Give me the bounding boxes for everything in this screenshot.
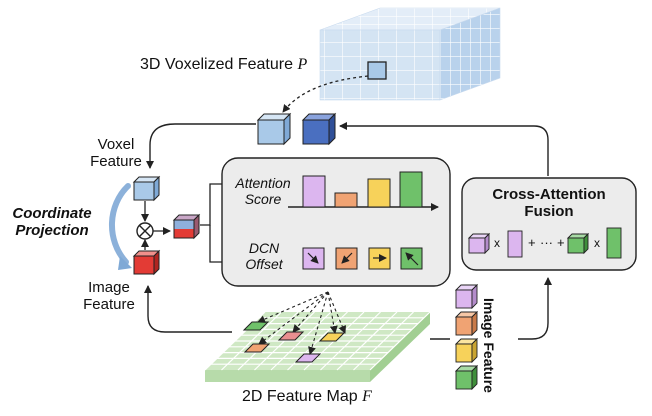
fusion-cube-green: [566, 232, 590, 255]
cube-voxel-small: [132, 175, 161, 202]
offset-square-yellow: [368, 247, 391, 270]
voxel-cube-dark: [301, 112, 337, 146]
attention-bar-yellow: [367, 178, 391, 208]
voxel-cube-light: [256, 112, 292, 146]
highlighted-voxel: [367, 61, 387, 80]
label-image-features-vertical: Image Feature: [481, 298, 497, 393]
sample-red: [277, 331, 305, 341]
fusion-weight-purple: [507, 230, 523, 258]
attention-bar-green: [399, 171, 423, 208]
arrow-to-fusion: [518, 277, 552, 340]
fusion-plus-1: +: [528, 235, 536, 250]
attention-bar-purple: [302, 175, 326, 208]
fusion-cube-purple: [467, 232, 491, 255]
sample-purple: [294, 353, 322, 363]
label-image-feature: Image Feature: [83, 279, 135, 314]
fusion-dots: ···: [540, 235, 553, 250]
fusion-times-1: x: [494, 236, 500, 250]
fusion-box: [461, 177, 637, 271]
title-3d: 3D Voxelized Feature P: [140, 56, 308, 73]
label-fusion-title: Cross-Attention Fusion: [492, 186, 606, 221]
sampling-arrows: [257, 291, 347, 355]
label-voxel-feature: Voxel Feature: [90, 136, 142, 171]
arrow-to-voxel-feature: [146, 123, 256, 169]
attention-dcn-panel: [221, 157, 451, 287]
dashed-arrow-voxel: [282, 75, 369, 113]
sample-orange: [243, 343, 271, 353]
fusion-times-2: x: [594, 236, 600, 250]
offset-square-purple: [302, 247, 325, 270]
cube-fused: [172, 213, 201, 240]
cube-image-small: [132, 249, 161, 276]
arrow-fusion-to-voxel: [339, 122, 549, 176]
fusion-weight-green: [606, 227, 622, 259]
label-coordinate-projection: Coordinate Projection: [12, 205, 92, 240]
image-feature-stack: [454, 283, 479, 391]
sample-green: [242, 321, 270, 331]
fusion-plus-2: +: [557, 235, 565, 250]
feature-map-2d: [204, 311, 431, 382]
offset-square-green: [400, 247, 423, 270]
voxel-block-3d: [319, 7, 501, 101]
label-attention-score: Attention Score: [235, 175, 291, 208]
attention-bar-orange: [334, 192, 358, 208]
label-dcn-offset: DCN Offset: [245, 240, 283, 273]
title-2d: 2D Feature Map F: [242, 388, 372, 405]
offset-square-orange: [335, 247, 358, 270]
arrow-to-image-feature: [144, 285, 232, 333]
